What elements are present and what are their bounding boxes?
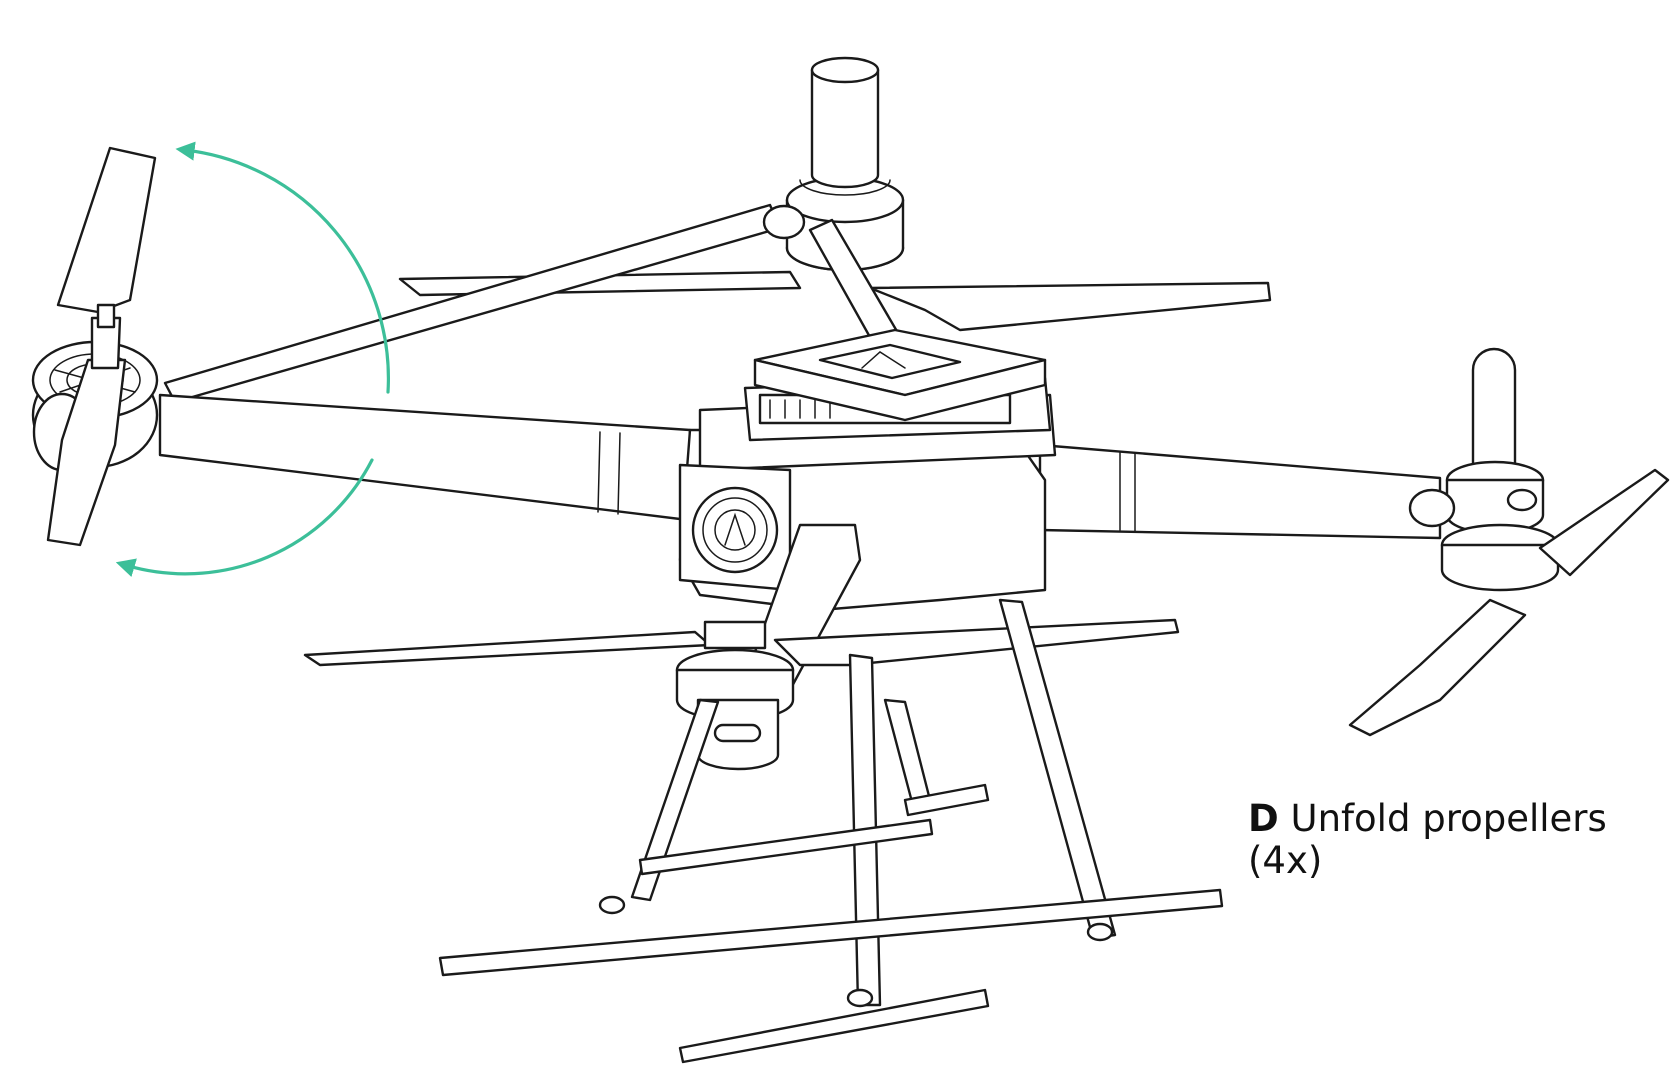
step-text: Unfold propellers	[1290, 797, 1607, 840]
left-propeller-folded	[46, 146, 157, 547]
step-caption: D Unfold propellers (4x)	[1248, 798, 1648, 882]
right-propeller	[1348, 468, 1670, 737]
right-arm	[1038, 443, 1442, 540]
battery	[753, 328, 1047, 422]
unfold-arrow-upper	[175, 141, 390, 394]
rear-left-arm	[163, 203, 782, 404]
right-motor-with-antenna	[1408, 347, 1560, 592]
landing-gear	[438, 598, 1224, 1064]
left-arm	[158, 393, 692, 522]
unfold-arrows	[115, 141, 390, 577]
front-motor	[675, 620, 795, 771]
step-letter: D	[1248, 797, 1279, 840]
unfold-arrow-lower	[115, 458, 374, 577]
front-camera-module	[678, 463, 792, 592]
front-propeller	[303, 618, 1180, 667]
step-count: (4x)	[1248, 839, 1323, 882]
